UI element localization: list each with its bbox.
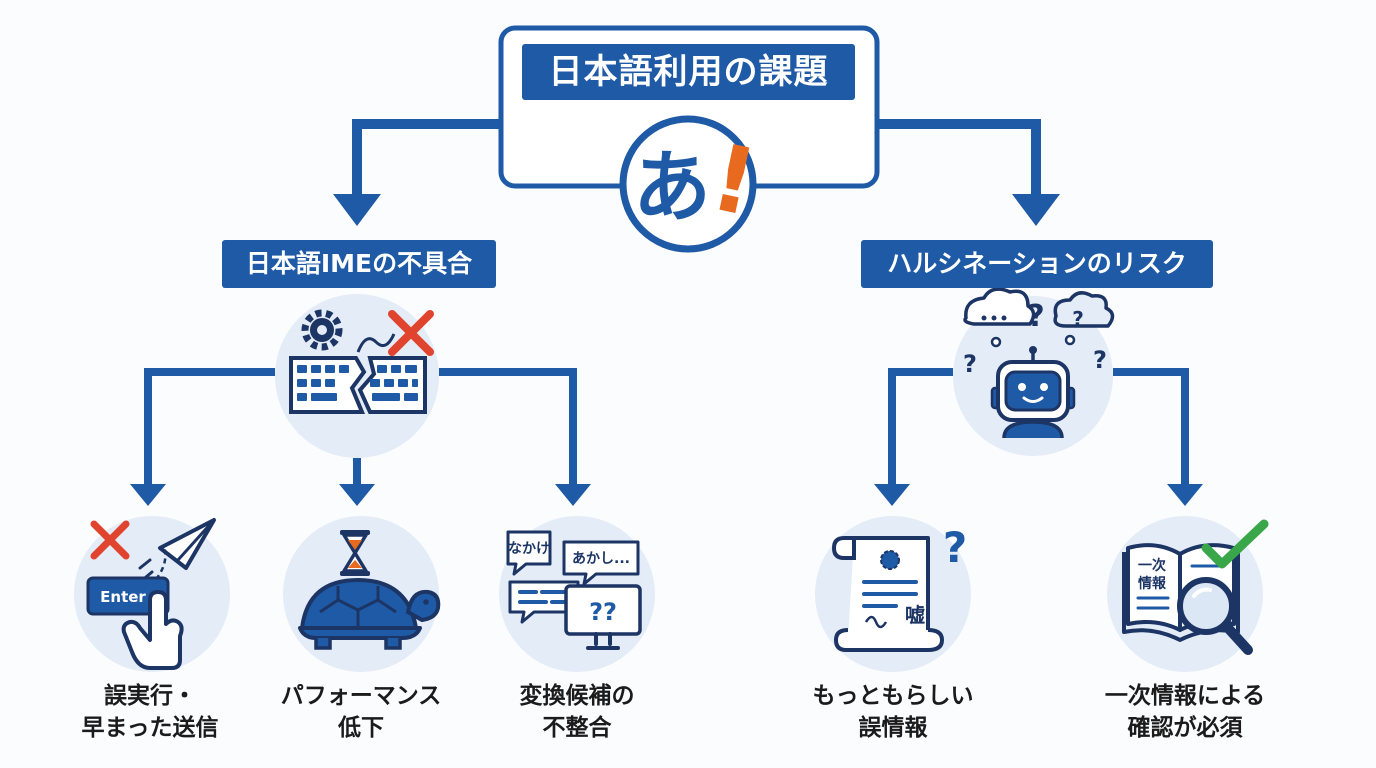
check-mark-icon [1201, 519, 1269, 569]
confused-robot-icon: ? ? ? ? [953, 287, 1115, 456]
broken-keyboard-icon [289, 356, 427, 414]
connector-root-to-hallucination [877, 119, 1060, 226]
leaf-caption-line: 一次情報による [1104, 683, 1266, 709]
leaf-caption-conversion: 変換候補の 不整合 [457, 680, 697, 744]
seal-icon [880, 550, 900, 570]
leaf-caption-line: もっともらしい [812, 683, 974, 709]
turtle-icon [298, 578, 441, 650]
leaf-caption-line: 不整合 [542, 715, 612, 741]
leaf-caption-line: パフォーマンス [280, 683, 442, 709]
fake-certificate-icon: 嘘 ? [815, 516, 971, 672]
magnifier-icon [1177, 577, 1253, 655]
leaf-caption-misfire: 誤実行・ 早まった送信 [30, 680, 270, 744]
fake-stamp: 嘘 [905, 603, 925, 627]
ime-branch-icon [275, 294, 439, 458]
connector-arrowheads-ime [130, 484, 591, 506]
bubble-text-2: あかし... [572, 551, 630, 567]
paper-plane-icon [138, 518, 216, 584]
speech-bubble-1: なかけ [506, 530, 552, 576]
robot-head-icon [990, 346, 1076, 439]
ime-branch-title: 日本語IMEの不具合 [222, 240, 496, 288]
pointing-hand-icon [121, 590, 184, 670]
question-mark-icon: ? [943, 523, 967, 572]
connectors-ime-to-leaves [144, 368, 577, 488]
connector-arrowheads-hallucination [874, 484, 1203, 506]
svg-text:?: ? [1093, 346, 1107, 374]
connector-root-to-ime [333, 119, 501, 226]
enter-key-paper-plane-icon: Enter [74, 516, 230, 672]
gear-icon [301, 309, 343, 351]
connectors-hallucination-to-leaves [888, 368, 1189, 488]
monitor-icon: ?? [564, 584, 642, 650]
leaf-caption-misinformation: もっともらしい 誤情報 [773, 680, 1013, 744]
book-magnifier-check-icon: 一次 情報 [1107, 516, 1269, 672]
svg-text:?: ? [963, 350, 977, 378]
leaf-caption-verification: 一次情報による 確認が必須 [1065, 680, 1305, 744]
book-text-1: 一次 [1138, 557, 1166, 574]
leaf-caption-line: 低下 [338, 715, 384, 741]
root-title: 日本語利用の課題 [522, 44, 855, 100]
svg-text:?: ? [1027, 299, 1044, 334]
leaf-caption-line: 誤実行・ [104, 683, 196, 709]
enter-key-label: Enter [100, 588, 146, 606]
question-mark-icons: ? ? ? [963, 299, 1107, 378]
hourglass-icon [340, 530, 370, 576]
thought-bubble-dots [963, 287, 1036, 348]
error-x-icon [388, 310, 434, 356]
leaf-caption-line: 誤情報 [858, 715, 928, 741]
japanese-char-alert-icon: あ ! [619, 115, 766, 253]
leaf-caption-performance: パフォーマンス 低下 [241, 680, 481, 744]
turtle-hourglass-icon [283, 516, 441, 672]
scroll-document-icon: 嘘 [831, 536, 945, 652]
bubble-text-1: なかけ [508, 541, 550, 557]
speech-bubble-2: あかし... [562, 540, 640, 586]
root-icon-char: あ [633, 143, 711, 233]
hallucination-branch-title: ハルシネーションのリスク [861, 240, 1213, 288]
error-x-icon [90, 520, 130, 560]
leaf-caption-line: 変換候補の [519, 683, 635, 709]
svg-text:?: ? [1072, 307, 1084, 331]
bubble-text-3: ?? [589, 598, 617, 626]
leaf-caption-line: 早まった送信 [81, 715, 219, 741]
leaf-caption-line: 確認が必須 [1127, 715, 1243, 741]
thought-bubble-question: ? [1053, 291, 1115, 346]
conversion-bubbles-icon: なかけ あかし... ?? [499, 516, 655, 672]
book-text-2: 情報 [1138, 575, 1167, 592]
